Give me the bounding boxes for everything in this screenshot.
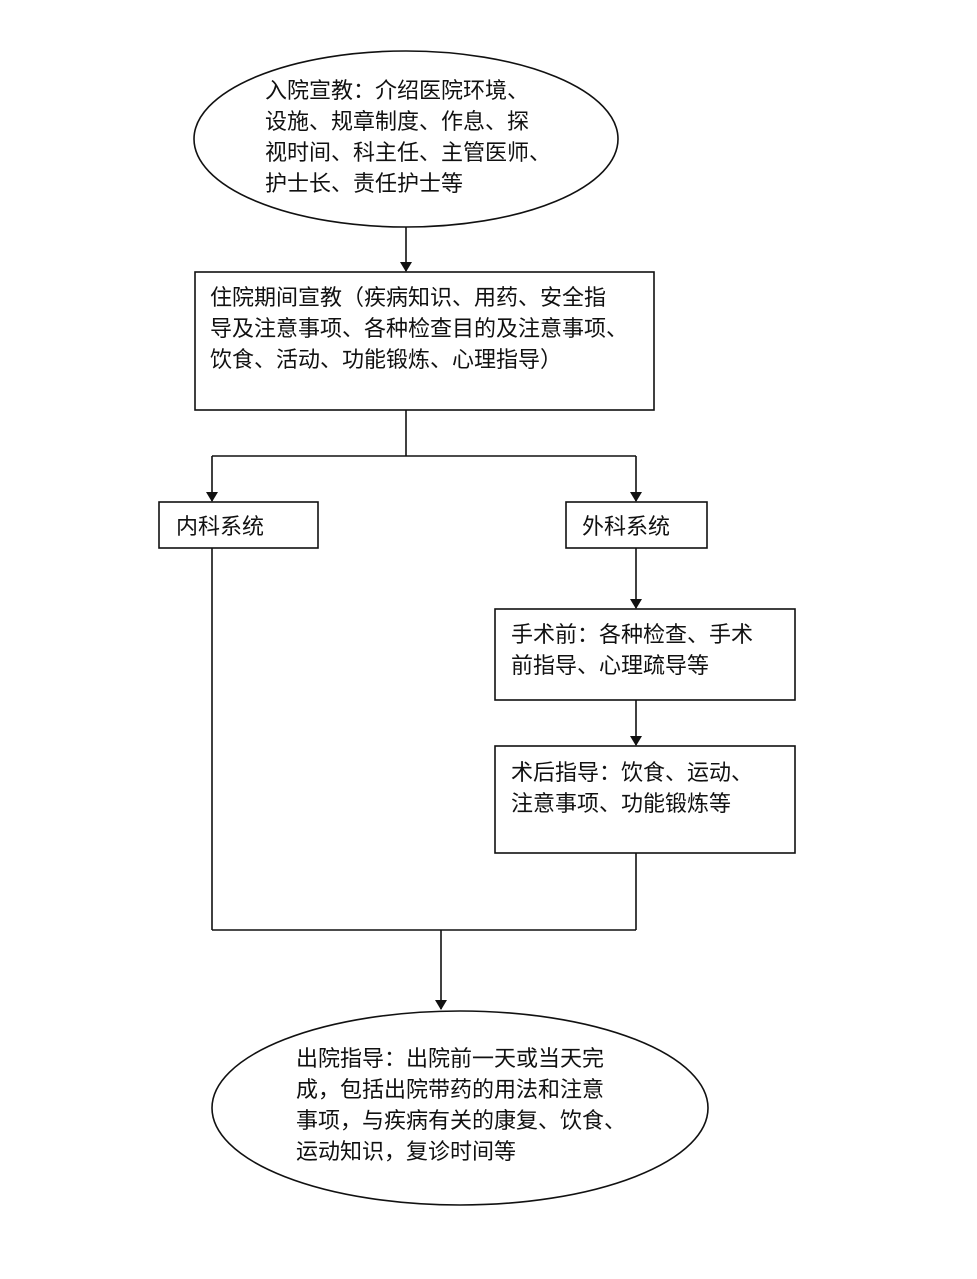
preop-line-1: 手术前：各种检查、手术 (511, 623, 754, 648)
discharge-line-2: 成，包括出院带药的用法和注意 (296, 1078, 605, 1103)
internal-medicine-label: 内科系统 (176, 515, 265, 540)
post-operation-box (494, 745, 796, 854)
internal-medicine-box (158, 501, 319, 549)
postop-line-1: 术后指导：饮食、运动、 (511, 761, 754, 786)
discharge-line-4: 运动知识，复诊时间等 (296, 1140, 517, 1165)
discharge-ellipse (211, 1010, 709, 1206)
stay-line-2: 导及注意事项、各种检查目的及注意事项、 (210, 317, 629, 342)
discharge-guidance-text: 出院指导：出院前一天或当天完 成，包括出院带药的用法和注意 事项，与疾病有关的康… (296, 1044, 626, 1168)
pre-operation-text: 手术前：各种检查、手术 前指导、心理疏导等 (511, 620, 753, 682)
stay-line-3: 饮食、活动、功能锻炼、心理指导） (210, 348, 563, 373)
post-operation-text: 术后指导：饮食、运动、 注意事项、功能锻炼等 (511, 758, 753, 820)
stay-line-1: 住院期间宣教（疾病知识、用药、安全指 (210, 286, 607, 311)
hospital-stay-box (194, 271, 655, 411)
admission-line-2: 设施、规章制度、作息、探 (265, 110, 530, 135)
discharge-line-3: 事项，与疾病有关的康复、饮食、 (296, 1109, 627, 1134)
admission-education-text: 入院宣教：介绍医院环境、 设施、规章制度、作息、探 视时间、科主任、主管医师、 … (265, 76, 551, 200)
surgery-label: 外科系统 (582, 515, 671, 540)
admission-line-4: 护士长、责任护士等 (265, 172, 464, 197)
hospital-stay-education-text: 住院期间宣教（疾病知识、用药、安全指 导及注意事项、各种检查目的及注意事项、 饮… (210, 283, 628, 376)
admission-line-3: 视时间、科主任、主管医师、 (265, 141, 552, 166)
discharge-line-1: 出院指导：出院前一天或当天完 (296, 1047, 605, 1072)
admission-line-1: 入院宣教：介绍医院环境、 (265, 79, 530, 104)
pre-operation-box (494, 608, 796, 701)
surgery-box (565, 501, 708, 549)
preop-line-2: 前指导、心理疏导等 (511, 654, 710, 679)
postop-line-2: 注意事项、功能锻炼等 (511, 792, 732, 817)
